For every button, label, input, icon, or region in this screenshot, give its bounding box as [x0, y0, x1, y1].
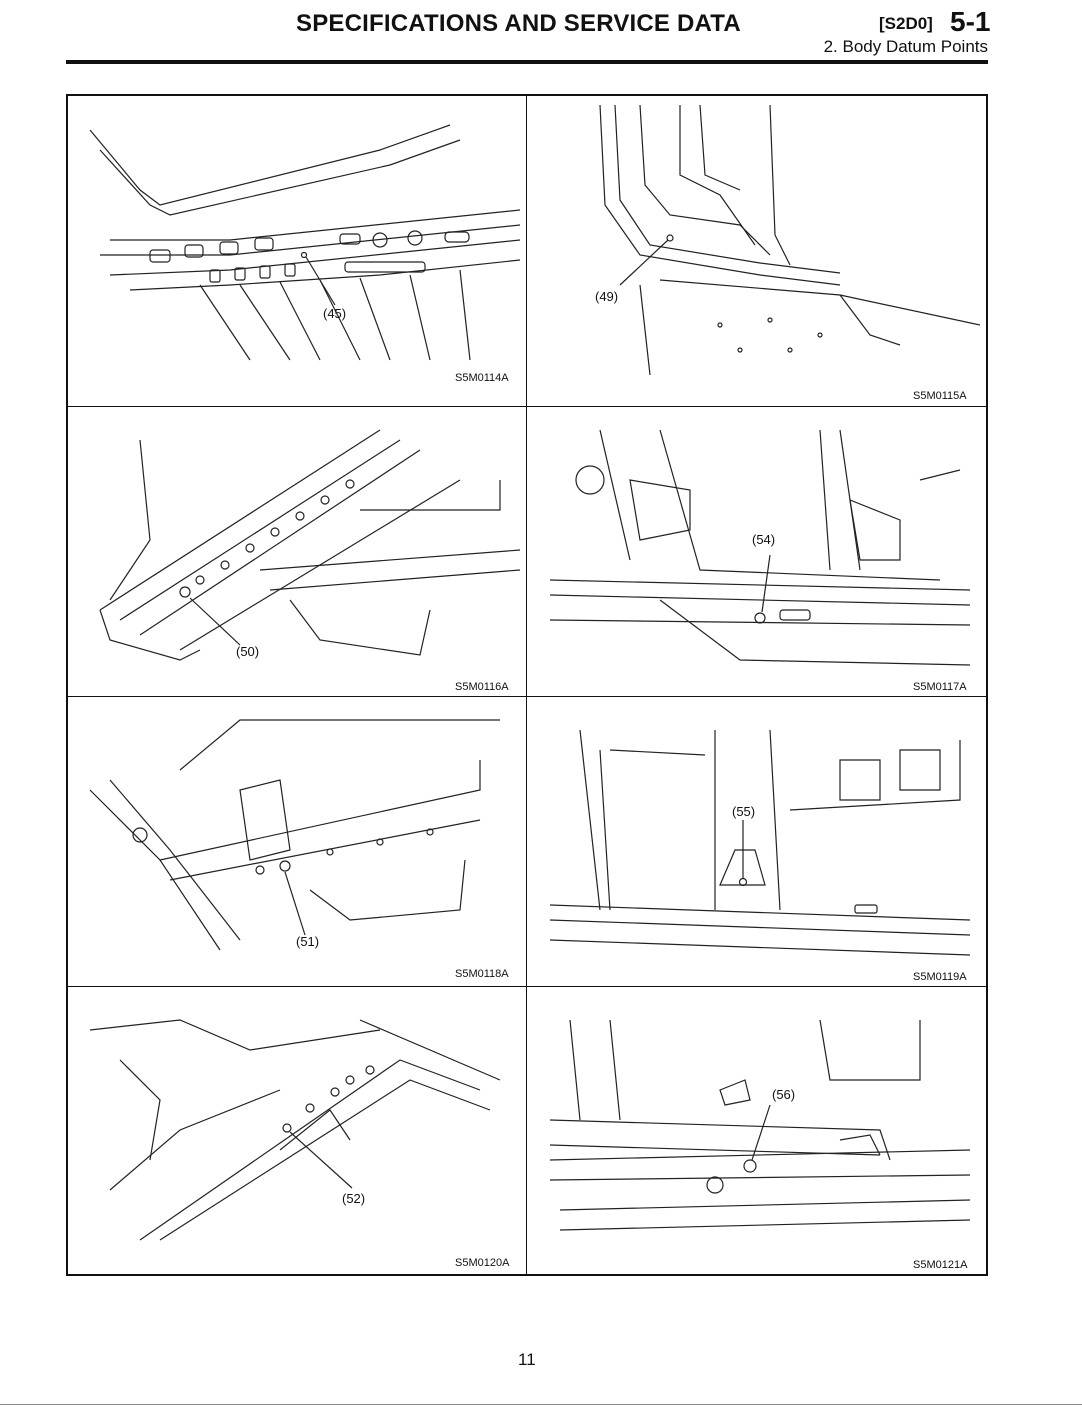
- callout-50: (50): [236, 644, 259, 659]
- section-number: 5-1: [950, 6, 991, 37]
- section-title: SPECIFICATIONS AND SERVICE DATA: [296, 10, 741, 37]
- figure-code: S5M0116A: [455, 681, 509, 693]
- section-code: [S2D0]: [879, 14, 933, 33]
- callout-52: (52): [342, 1191, 365, 1206]
- figure-floor-sill-drawing: (54): [549, 429, 971, 666]
- figure-code: S5M0114A: [455, 372, 509, 384]
- figure-code: S5M0115A: [913, 390, 967, 402]
- figure-rear-frame-drawing: (51): [89, 719, 500, 951]
- callout-45: (45): [323, 306, 346, 321]
- header-rule: [66, 60, 988, 64]
- figure-grid: [66, 94, 988, 1276]
- figure-code: S5M0120A: [455, 1257, 510, 1269]
- callout-51: (51): [296, 934, 319, 949]
- figure-roof-rail-drawing: (45): [89, 124, 520, 361]
- section-subtitle: 2. Body Datum Points: [823, 37, 988, 56]
- grid-divider-vertical: [526, 94, 527, 1276]
- figure-sill-crossmember-drawing: (56): [549, 1019, 971, 1231]
- figure-code: S5M0117A: [913, 681, 967, 693]
- grid-divider-row-2: [66, 696, 988, 697]
- figure-pillar-drawing: (49): [595, 105, 980, 375]
- grid-divider-row-3: [66, 986, 988, 987]
- page-edge: [0, 1404, 1082, 1405]
- figure-side-sill-drawing: (50): [99, 429, 520, 661]
- grid-divider-row-1: [66, 406, 988, 407]
- callout-49: (49): [595, 289, 618, 304]
- figure-code: S5M0121A: [913, 1259, 968, 1271]
- callout-54: (54): [752, 532, 775, 547]
- figure-rear-side-drawing: (52): [89, 1019, 501, 1241]
- figure-floor-member-drawing: (55): [549, 729, 971, 956]
- figure-code: S5M0119A: [913, 971, 967, 983]
- figure-code: S5M0118A: [455, 968, 509, 980]
- callout-56: (56): [772, 1087, 795, 1102]
- page-number: 11: [518, 1350, 536, 1369]
- callout-55: (55): [732, 804, 755, 819]
